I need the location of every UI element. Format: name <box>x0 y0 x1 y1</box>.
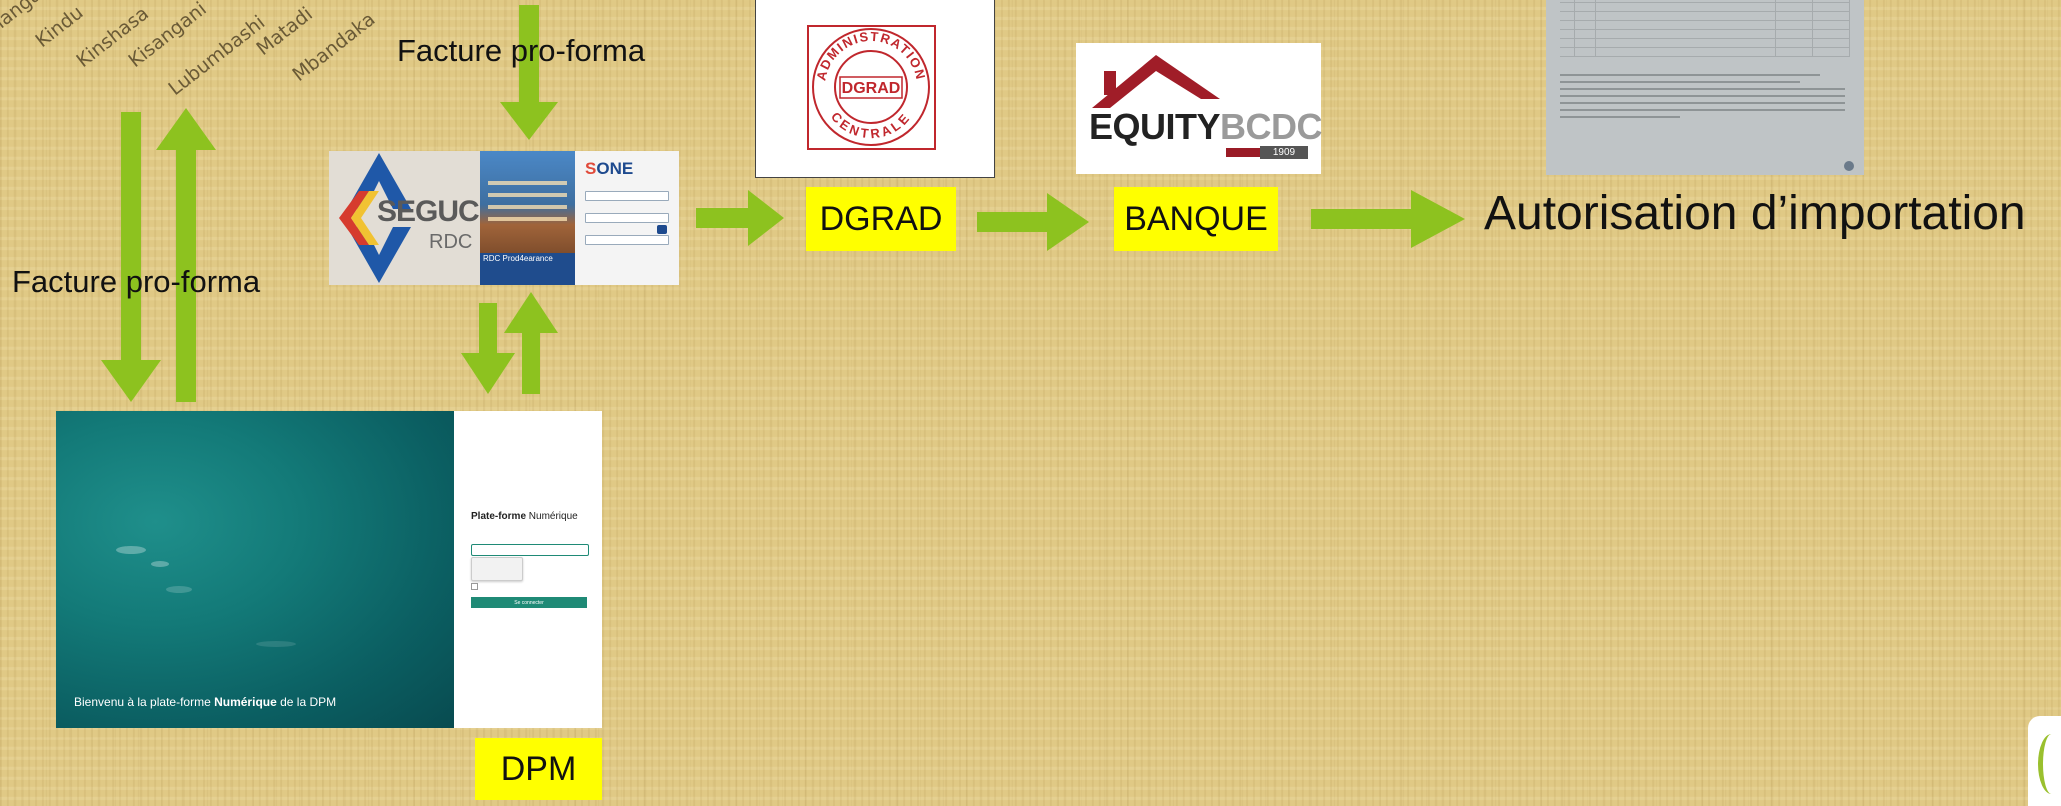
sone-logo: SONE <box>585 159 634 178</box>
sone-captcha-field <box>585 235 669 245</box>
seguce-logo-sub: RDC <box>429 231 473 253</box>
dpm-sea-photo: Bienvenu à la plate-forme Numérique de l… <box>56 411 454 728</box>
seguce-chevron-icon <box>339 153 411 283</box>
equity-bcdc-wordmark: EQUITYBCDC <box>1089 106 1323 147</box>
seguce-building-photo: RDC Prod4earance <box>480 151 575 285</box>
arrow-down-into-seguce <box>500 5 558 140</box>
equity-year: 1909 <box>1260 146 1308 159</box>
pro-forma-label-top: Facture pro-forma <box>397 33 646 68</box>
dpm-username-input <box>471 544 589 556</box>
dpm-welcome-subtext <box>74 711 75 717</box>
autorisation-document-photo <box>1546 0 1864 175</box>
seguce-screenshot: SEGUCE RDC RDC Prod4earance SONE <box>329 151 679 285</box>
arrow-banque-to-autorisation <box>1311 190 1465 248</box>
arrow-down-left <box>101 112 161 402</box>
dpm-welcome-text: Bienvenu à la plate-forme Numérique de l… <box>74 695 337 709</box>
dpm-connect-button: Se connecter <box>471 597 587 608</box>
arrow-seguce-to-dgrad <box>696 190 784 246</box>
corner-logo-fragment <box>2028 716 2061 806</box>
sone-password-field <box>585 213 669 223</box>
document-stamp-icon <box>1844 161 1854 171</box>
arrow-up-left <box>156 108 216 402</box>
dpm-form-description <box>471 524 589 529</box>
arrow-up-from-dpm <box>504 292 558 394</box>
node-dgrad: DGRAD <box>806 187 956 251</box>
sone-login-button <box>657 225 667 234</box>
document-table <box>1560 0 1851 57</box>
node-dpm: DPM <box>475 738 602 800</box>
seguce-logo: SEGUCE RDC <box>329 151 499 285</box>
dpm-login-form: Plate-forme Numérique Se connecter <box>454 411 602 728</box>
seguce-caption: RDC Prod4earance <box>483 254 553 263</box>
dpm-form-title: Plate-forme Numérique <box>471 511 578 522</box>
pro-forma-label-left: Facture pro-forma <box>12 264 261 299</box>
svg-text:DGRAD: DGRAD <box>842 80 901 97</box>
arrow-dgrad-to-banque <box>977 193 1089 251</box>
autorisation-label: Autorisation d’importation <box>1484 187 2026 240</box>
dpm-autofill-dropdown <box>471 557 523 581</box>
equity-red-bar <box>1226 148 1260 157</box>
seguce-login-panel: SONE <box>575 151 679 285</box>
dpm-platform-screenshot: Bienvenu à la plate-forme Numérique de l… <box>56 411 602 728</box>
city-label: Kindu <box>31 1 88 52</box>
seguce-logo-text: SEGUCE <box>377 195 499 228</box>
equity-bcdc-logo-card: EQUITYBCDC 1909 <box>1076 43 1323 174</box>
document-text-lines <box>1560 74 1850 123</box>
dgrad-logo-card: ADMINISTRATION CENTRALE DGRAD <box>755 0 995 178</box>
node-banque: BANQUE <box>1114 187 1278 251</box>
equity-roof-icon <box>1092 55 1220 108</box>
arrow-down-to-dpm <box>461 303 515 394</box>
svg-text:ADMINISTRATION: ADMINISTRATION <box>813 29 928 82</box>
sone-username-field <box>585 191 669 201</box>
dpm-form-footer <box>471 621 589 625</box>
dpm-remember-checkbox <box>471 583 478 590</box>
dgrad-seal-icon: ADMINISTRATION CENTRALE DGRAD <box>807 25 936 150</box>
